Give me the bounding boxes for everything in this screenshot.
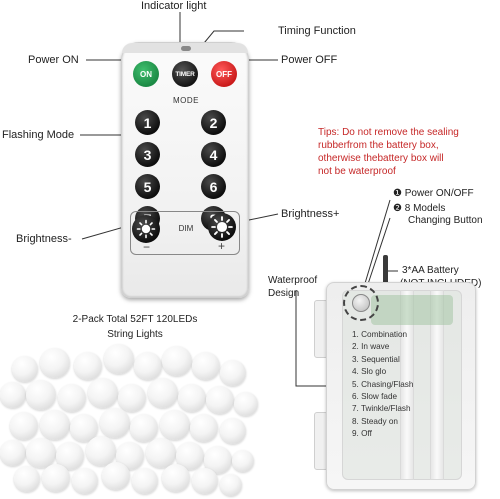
- timing-function-label: Timing Function: [278, 25, 356, 37]
- dim-section: [130, 211, 240, 255]
- mode-label: MODE: [173, 96, 199, 105]
- light-bulb: [72, 468, 98, 494]
- light-bulb: [42, 464, 70, 492]
- mode-item: 1. Combination: [352, 330, 408, 339]
- light-bulb: [40, 410, 70, 440]
- mode-item: 4. Slo glo: [352, 367, 387, 377]
- lights-caption: 2-Pack Total 52FT 120LEDs String Lights: [40, 313, 230, 342]
- off-button[interactable]: OFF: [211, 61, 237, 87]
- mode-item: 5. Chasing/Flash: [352, 379, 414, 389]
- design-label: Design: [268, 288, 300, 299]
- waterproof-tip: Tips: Do not remove the sealing rubberfr…: [318, 126, 494, 178]
- tip-line-1: Tips: Do not remove the sealing: [318, 127, 459, 138]
- remote-control: ON TIMER OFF MODE 1 2 3 4 5 6 7 8 DIM: [121, 42, 249, 298]
- circuit-board: [371, 295, 453, 325]
- power-onoff-leader: [362, 199, 391, 291]
- brightness-minus-label: Brightness-: [16, 233, 72, 245]
- timer-button[interactable]: TIMER: [172, 61, 198, 87]
- light-bulb: [40, 348, 70, 378]
- mode-item: 7. Twinkle/Flash: [352, 404, 411, 414]
- mode-item: 2. In wave: [352, 342, 390, 352]
- light-bulb: [132, 468, 158, 494]
- legend-power-onoff: ❶ Power ON/OFF: [393, 188, 474, 199]
- light-bulb: [162, 464, 190, 492]
- light-bulb: [102, 462, 130, 490]
- light-bulb: [130, 414, 158, 442]
- light-bulb: [220, 360, 246, 386]
- mode-1-button[interactable]: 1: [135, 110, 160, 135]
- mode-5-button[interactable]: 5: [135, 174, 160, 199]
- mode-item: 3. Sequential: [352, 354, 400, 364]
- minus-sign: −: [143, 240, 151, 254]
- power-on-label: Power ON: [28, 54, 79, 66]
- light-bulb: [26, 438, 56, 468]
- light-bulb: [100, 408, 130, 438]
- indicator-light-dot: [181, 46, 191, 51]
- sun-icon: [211, 216, 233, 238]
- mode-4-button[interactable]: 4: [201, 142, 226, 167]
- light-bulb: [220, 418, 246, 444]
- battery-box-cable: [383, 255, 388, 287]
- flashing-mode-label: Flashing Mode: [2, 129, 75, 141]
- lights-caption-line-1: 2-Pack Total 52FT 120LEDs: [72, 314, 198, 325]
- mode-item: 8. Steady on: [352, 416, 398, 426]
- light-bulb: [160, 410, 190, 440]
- battery-label: 3*AA Battery: [402, 265, 459, 276]
- on-button[interactable]: ON: [133, 61, 159, 87]
- tip-line-4: not be waterproof: [318, 166, 396, 177]
- box-mode-list: 1. Combination 2. In wave 3. Sequential …: [352, 329, 413, 441]
- light-bulb: [58, 384, 86, 412]
- tip-line-2: rubberfrom the battery box,: [318, 140, 439, 151]
- light-bulb: [178, 384, 206, 412]
- plus-sign: +: [218, 239, 226, 253]
- legend-8-models: ❷ 8 Models: [393, 203, 446, 214]
- light-bulb: [26, 380, 56, 410]
- brightness-up-button[interactable]: [208, 213, 236, 241]
- indicator-light-label: Indicator light: [141, 0, 207, 12]
- sun-icon: [136, 219, 156, 239]
- lights-caption-line-2: String Lights: [107, 328, 163, 340]
- light-bulb: [118, 384, 146, 412]
- light-bulb: [206, 386, 234, 414]
- mode-2-button[interactable]: 2: [201, 110, 226, 135]
- light-bulb: [88, 378, 118, 408]
- light-bulb: [220, 474, 242, 496]
- light-bulb: [10, 412, 38, 440]
- light-bulb: [134, 352, 162, 380]
- light-bulb: [162, 346, 192, 376]
- light-bulb: [146, 438, 176, 468]
- mode-6-button[interactable]: 6: [201, 174, 226, 199]
- tip-line-3: otherwise thebattery box will: [318, 153, 444, 164]
- light-bulb: [232, 450, 254, 472]
- light-bulb: [0, 382, 26, 408]
- box-power-button[interactable]: [343, 285, 379, 321]
- light-bulb: [192, 468, 218, 494]
- light-bulb: [234, 392, 258, 416]
- light-bulb: [148, 378, 178, 408]
- light-bulb: [192, 352, 220, 380]
- light-bulb: [0, 440, 26, 466]
- light-bulb: [104, 344, 134, 374]
- brightness-down-button[interactable]: [132, 215, 160, 243]
- dim-label: DIM: [178, 224, 194, 233]
- brightness-plus-label: Brightness+: [281, 208, 340, 220]
- mode-item: 9. Off: [352, 429, 372, 439]
- light-bulb: [74, 352, 102, 380]
- power-off-label: Power OFF: [281, 54, 338, 66]
- light-bulb: [190, 414, 218, 442]
- mode-3-button[interactable]: 3: [135, 142, 160, 167]
- light-bulb: [14, 466, 40, 492]
- waterproof-label: Waterproof: [268, 275, 318, 286]
- mode-item: 6. Slow fade: [352, 392, 398, 402]
- light-bulb: [86, 436, 116, 466]
- light-bulb: [12, 356, 38, 382]
- legend-changing-button: Changing Button: [408, 215, 483, 226]
- mode-button-leader: [365, 217, 391, 291]
